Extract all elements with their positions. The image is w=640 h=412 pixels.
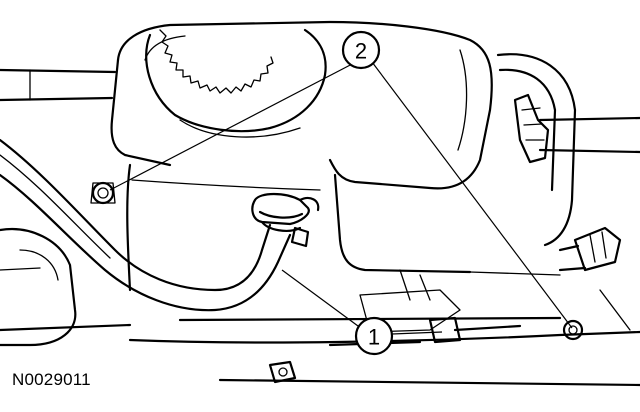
leader-lines	[109, 61, 573, 335]
left-frame-rods	[0, 68, 117, 102]
left-lower-component	[0, 227, 77, 347]
callout-1: 1	[354, 316, 394, 356]
filler-cap	[145, 28, 327, 138]
callout-2: 2	[341, 30, 381, 70]
reservoir-body	[110, 20, 493, 292]
coolant-hose	[0, 138, 292, 312]
right-bracket	[496, 53, 640, 247]
callout-1-label: 1	[368, 325, 380, 350]
mounting-bolt-left	[90, 181, 116, 205]
sensor-connector	[558, 226, 622, 272]
hose-clamp	[251, 192, 320, 248]
figure-reference-id: N0029011	[12, 370, 91, 389]
mounting-bolt-right	[562, 319, 584, 341]
lower-frame	[0, 269, 640, 387]
lower-nut	[268, 360, 297, 384]
callout-2-label: 2	[355, 39, 367, 64]
